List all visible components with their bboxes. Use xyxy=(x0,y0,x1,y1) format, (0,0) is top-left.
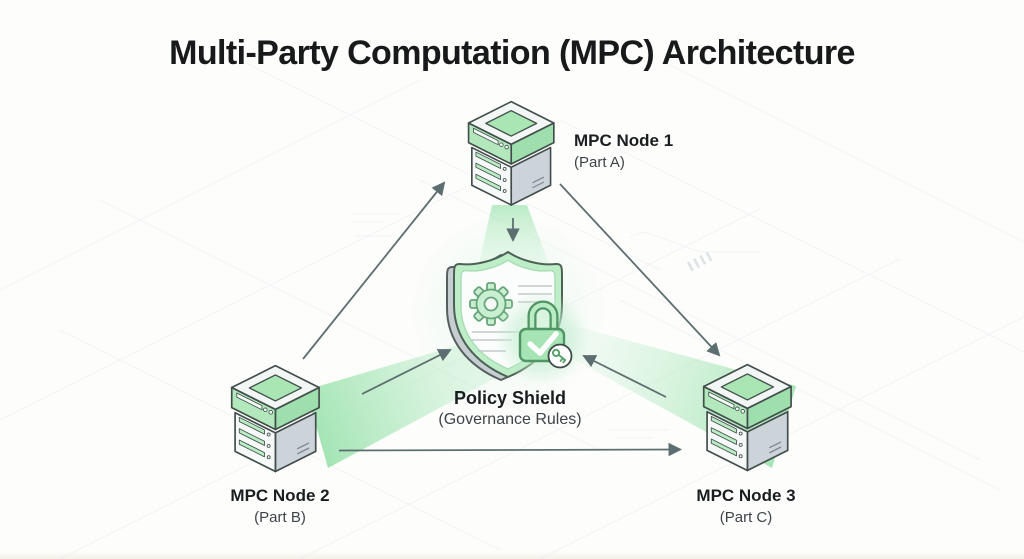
arrow-node2-to-node1 xyxy=(302,181,446,360)
background-dashes xyxy=(686,251,713,272)
node2-label: MPC Node 2 xyxy=(230,486,330,505)
key-icon xyxy=(547,343,573,369)
node2-label-block: MPC Node 2 (Part B) xyxy=(180,486,380,527)
checkmark-icon xyxy=(527,331,559,356)
bottom-edge-texture xyxy=(0,552,1024,559)
shield-icon xyxy=(408,212,608,412)
node3-sublabel: (Part C) xyxy=(719,509,773,526)
node1-sublabel: (Part A) xyxy=(574,154,625,171)
server-icon-node3 xyxy=(702,363,792,472)
server-icon-node1 xyxy=(467,100,555,206)
arrow-beam-right xyxy=(582,355,667,398)
node3-label-block: MPC Node 3 (Part C) xyxy=(646,486,846,527)
arrow-node2-to-node3 xyxy=(338,442,683,457)
shield-label-block: Policy Shield (Governance Rules) xyxy=(410,388,610,430)
shield-sublabel: (Governance Rules) xyxy=(438,411,582,428)
node3-label: MPC Node 3 xyxy=(696,486,796,505)
server-icon-node2 xyxy=(230,364,320,473)
node1-label: MPC Node 1 xyxy=(574,131,674,150)
node-arrows xyxy=(302,181,721,457)
gear-icon xyxy=(469,282,513,326)
arrow-node1-to-node3 xyxy=(559,183,721,357)
arrow-beam-left xyxy=(361,349,452,395)
node2-sublabel: (Part B) xyxy=(254,509,306,526)
shield-feed-arrows xyxy=(361,218,667,398)
shield-label: Policy Shield xyxy=(453,388,567,408)
node1-label-block: MPC Node 1 (Part A) xyxy=(574,131,673,172)
diagram-title: Multi-Party Computation (MPC) Architectu… xyxy=(169,34,855,72)
